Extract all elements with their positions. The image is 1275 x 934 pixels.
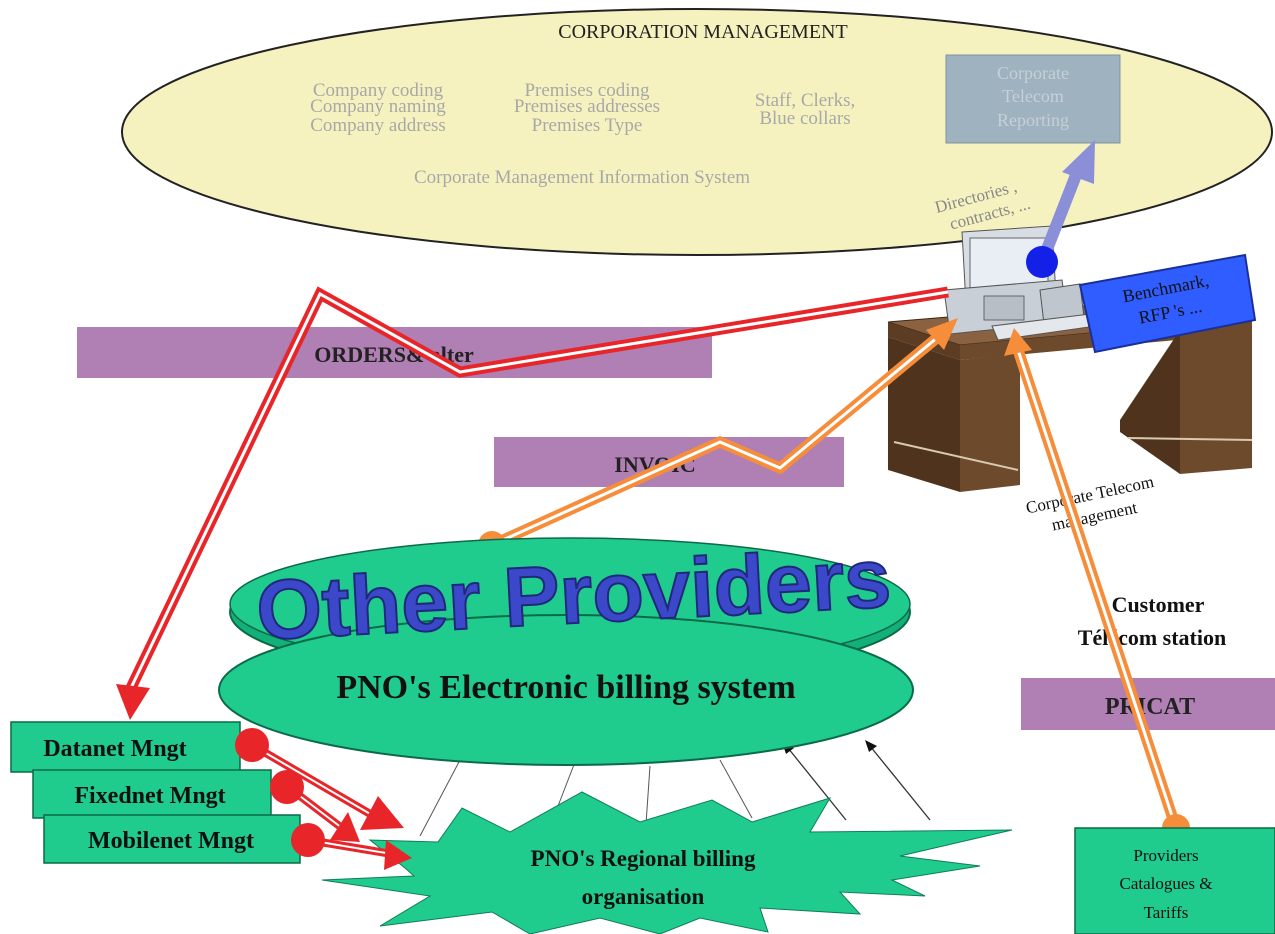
fixednet-box bbox=[32, 769, 272, 819]
customer-label-line2: Télécom station bbox=[1078, 625, 1226, 650]
reporting-arrow bbox=[1026, 140, 1095, 278]
datanet-label: Datanet Mngt bbox=[43, 736, 186, 762]
premises-type-label: Premises Type bbox=[532, 115, 643, 136]
regional-line1: PNO's Regional billing bbox=[531, 846, 756, 871]
mobilenet-dot bbox=[291, 823, 325, 857]
staff-clerks-label: Staff, Clerks, bbox=[755, 90, 855, 111]
billing-system-ellipse: PNO's Electronic billing system bbox=[218, 537, 914, 766]
catalogues-line1: Providers bbox=[1133, 846, 1198, 865]
regional-billing-burst: PNO's Regional billing organisation bbox=[321, 740, 1013, 934]
fixednet-dot bbox=[270, 770, 304, 804]
billing-system-label: PNO's Electronic billing system bbox=[336, 669, 795, 706]
reporting-box-line3: Reporting bbox=[997, 110, 1069, 130]
pricat-bar bbox=[1021, 678, 1275, 730]
catalogues-box: Providers Catalogues & Tariffs bbox=[1074, 827, 1275, 934]
corporation-management-area: CORPORATION MANAGEMENT Company coding Co… bbox=[121, 8, 1273, 256]
orders-flow-line bbox=[116, 286, 949, 720]
company-naming-label: Company naming bbox=[310, 96, 446, 117]
pricat-label: PRICAT bbox=[1105, 694, 1195, 720]
mobilenet-box bbox=[43, 814, 301, 864]
benchmark-box: Benchmark, RFP 's ... bbox=[1078, 253, 1257, 354]
mngt-group: Datanet Mngt Fixednet Mngt Mobilenet Mng… bbox=[10, 721, 412, 870]
corporate-reporting-box bbox=[945, 54, 1121, 144]
catalogues-line3: Tariffs bbox=[1144, 903, 1189, 922]
mobilenet-label: Mobilenet Mngt bbox=[88, 828, 254, 854]
reporting-box-line2: Telecom bbox=[1002, 86, 1064, 106]
reporting-box-line1: Corporate bbox=[997, 63, 1069, 83]
premises-addresses-label: Premises addresses bbox=[514, 96, 660, 117]
datanet-dot bbox=[235, 728, 269, 762]
company-coding-label: Company coding bbox=[313, 80, 444, 101]
computer-workstation-icon bbox=[943, 225, 1097, 341]
message-bars: ORDERS& alter INVOIC PRICAT bbox=[77, 327, 1275, 730]
premises-coding-label: Premises coding bbox=[524, 80, 650, 101]
company-address-label: Company address bbox=[310, 115, 446, 136]
fixednet-label: Fixednet Mngt bbox=[74, 783, 225, 809]
customer-label-line1: Customer bbox=[1112, 592, 1205, 617]
orders-arrowhead bbox=[116, 684, 150, 720]
reporting-source-dot bbox=[1026, 246, 1058, 278]
mis-label: Corporate Management Information System bbox=[414, 167, 750, 188]
regional-line2: organisation bbox=[582, 884, 705, 909]
catalogues-line2: Catalogues & bbox=[1119, 874, 1212, 893]
blue-collars-label: Blue collars bbox=[759, 108, 850, 129]
corporation-title: CORPORATION MANAGEMENT bbox=[558, 21, 847, 43]
